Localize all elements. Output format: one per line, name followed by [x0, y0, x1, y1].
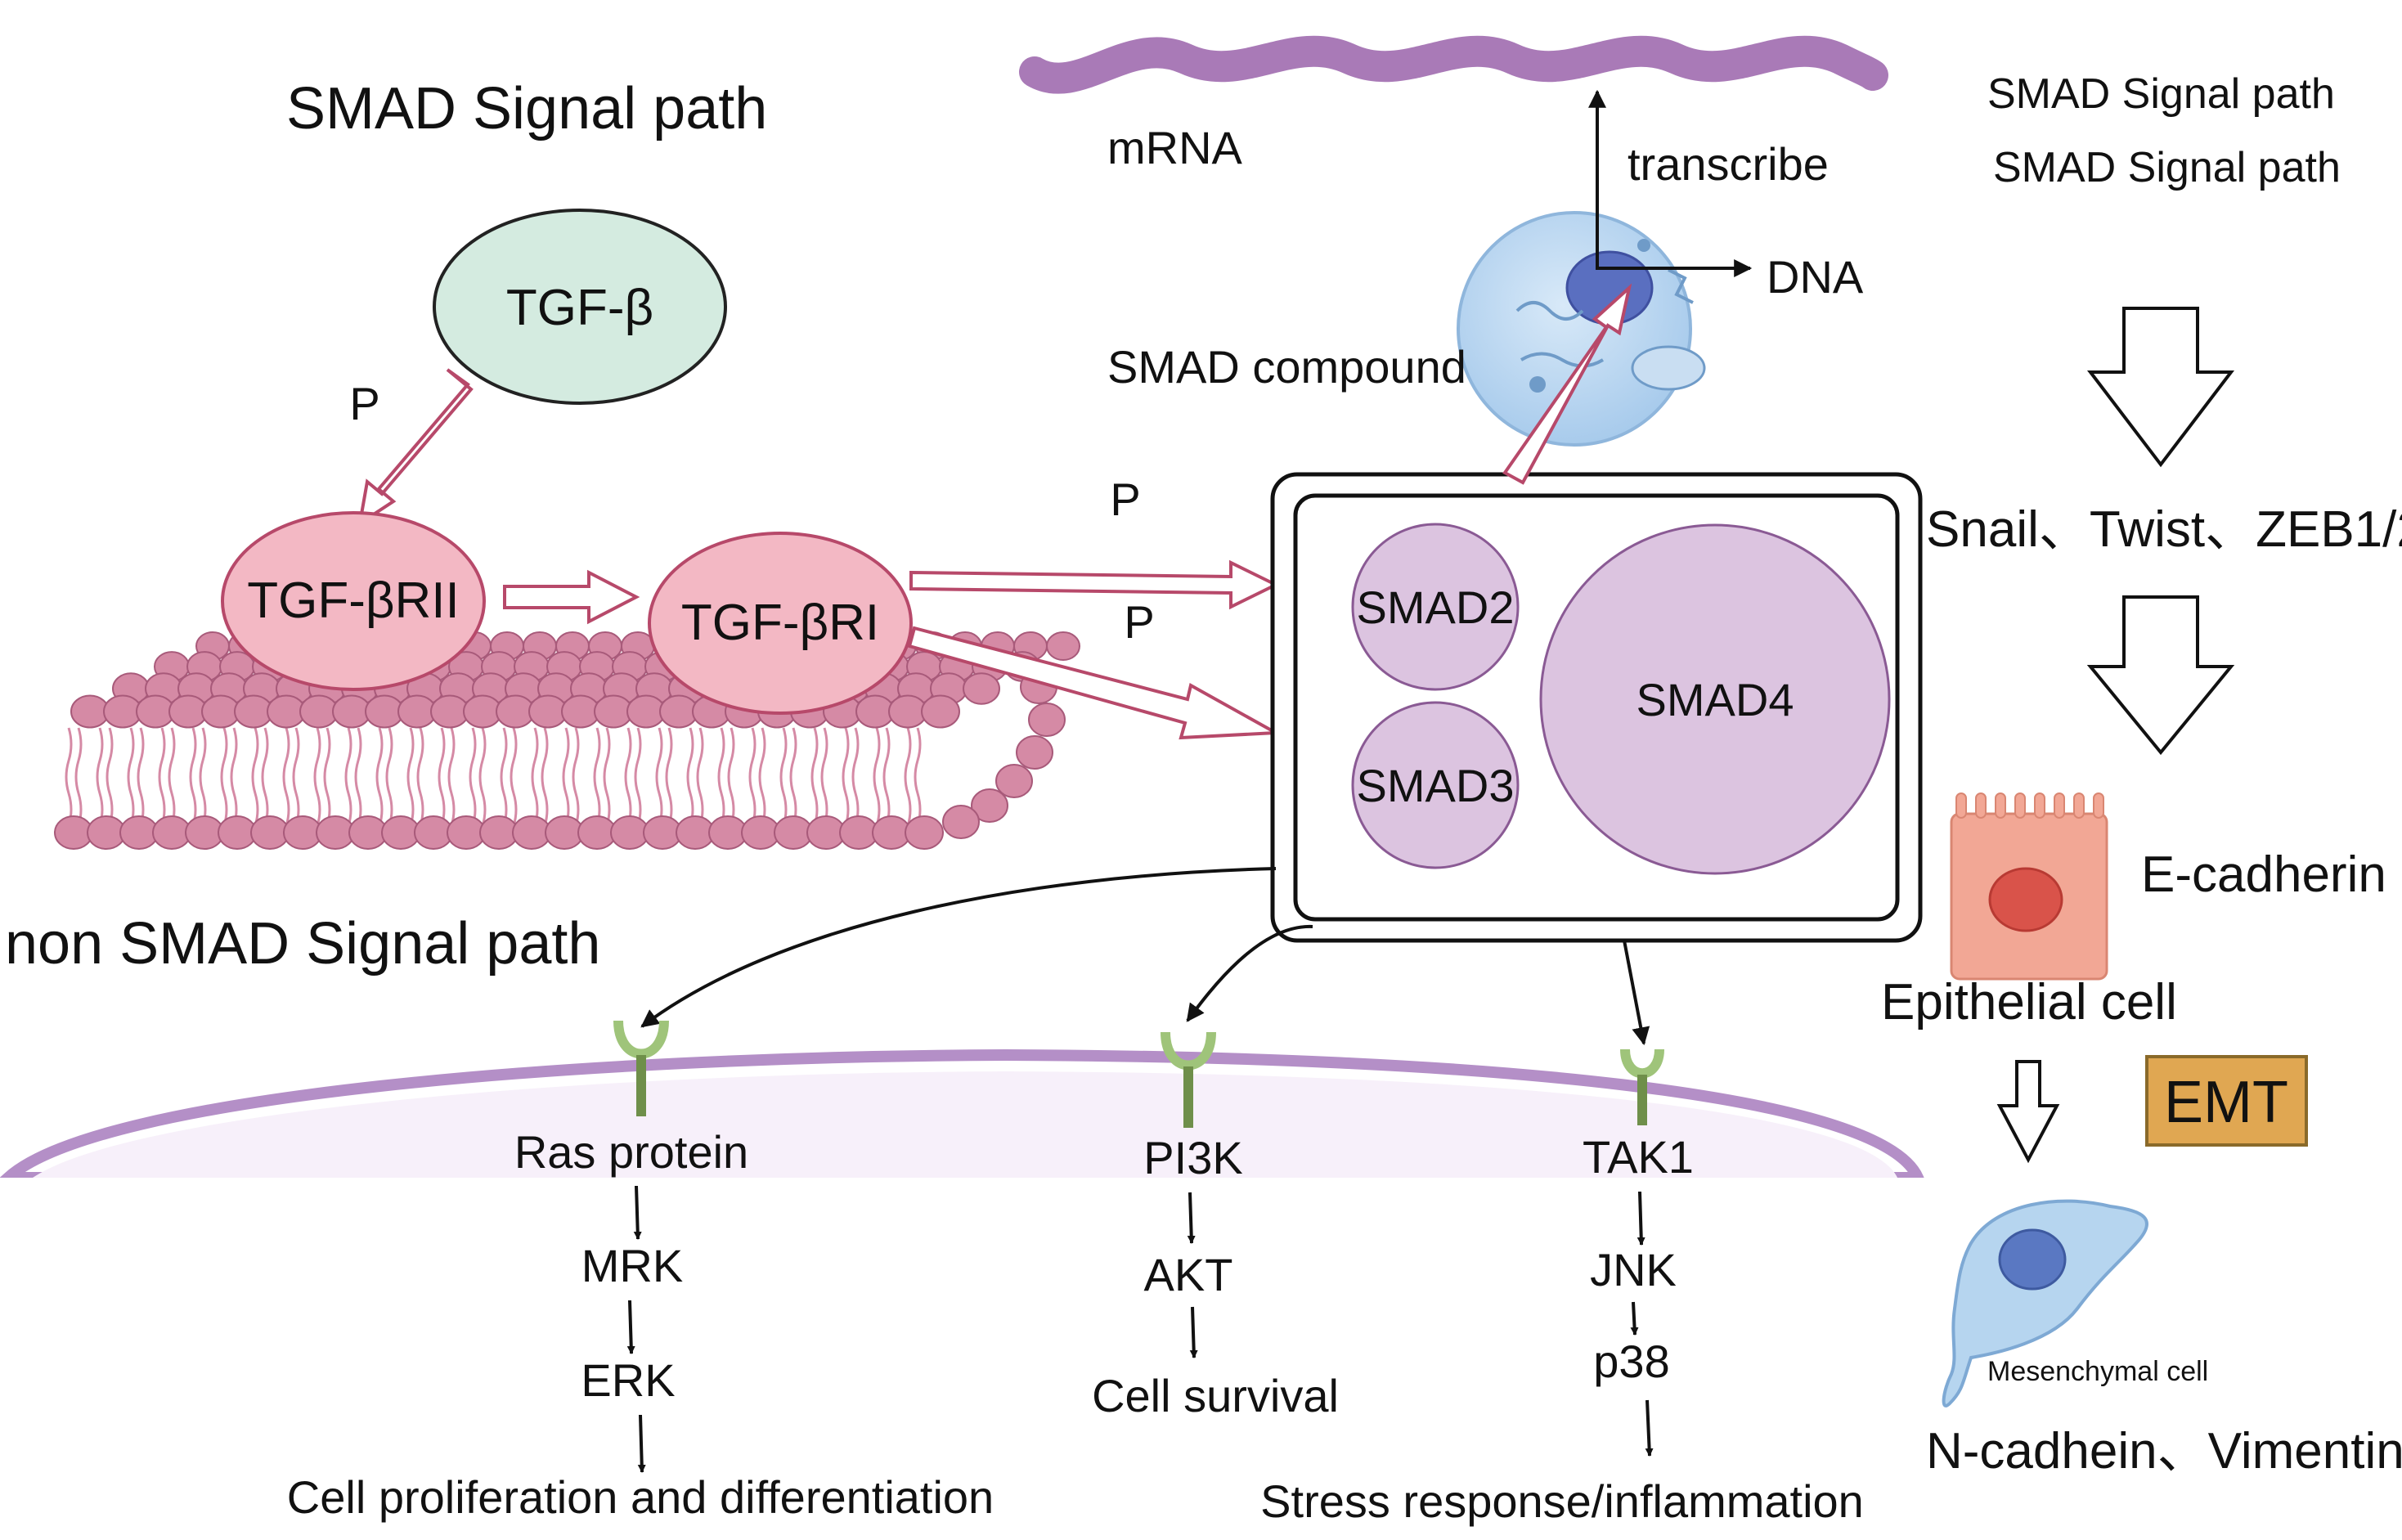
mesenchymal-cell-label: Mesenchymal cell	[1987, 1356, 2208, 1387]
smad2-label: SMAD2	[1357, 581, 1515, 633]
erk-label: ERK	[581, 1354, 675, 1406]
tgf-beta-ri-receptor: TGF-βRI	[648, 532, 913, 715]
cell-proliferation-label: Cell proliferation and differentiation	[287, 1471, 994, 1523]
cell-icon	[1457, 211, 1706, 447]
emt-label: EMT	[2164, 1070, 2288, 1135]
akt-label: AKT	[1144, 1249, 1233, 1300]
arrow-to-tak1	[1623, 940, 1650, 1046]
hollow-arrow-smad-to-nucleus	[1502, 283, 1632, 485]
mrna-strand	[1019, 35, 1888, 94]
smad3-label: SMAD3	[1357, 760, 1515, 811]
dna-label: DNA	[1767, 251, 1864, 303]
hollow-down-arrow-3	[1996, 1060, 2060, 1164]
right-title-2: SMAD Signal path	[1993, 144, 2341, 191]
tgf-beta-ri-label: TGF-βRI	[681, 595, 879, 651]
smad-compound-label: SMAD compound	[1107, 341, 1466, 393]
tgf-beta-rii-receptor: TGF-βRII	[221, 511, 486, 691]
pi3k-receptor	[1161, 1031, 1216, 1128]
markers-label: N-cadhein、Vimentin	[1926, 1423, 2402, 1479]
hollow-down-arrow-1	[2086, 307, 2235, 468]
phospho-label-3: P	[1124, 596, 1154, 648]
smad-path-title: SMAD Signal path	[286, 76, 767, 141]
mrna-label: mRNA	[1107, 122, 1243, 173]
smad3-circle: SMAD3	[1351, 701, 1520, 869]
arrow-to-ras	[640, 867, 1277, 1028]
arrow-to-pi3k	[1186, 924, 1313, 1022]
stress-response-label: Stress response/inflammation	[1260, 1475, 1864, 1527]
right-title-1: SMAD Signal path	[1987, 70, 2335, 118]
microvilli	[1955, 792, 2104, 819]
cell-membrane	[0, 1048, 1963, 1194]
tgf-beta-rii-label: TGF-βRII	[247, 572, 460, 629]
non-smad-path-title: non SMAD Signal path	[5, 911, 600, 977]
cell-survival-label: Cell survival	[1092, 1370, 1339, 1421]
hollow-arrow-ri-to-smad-upper	[909, 559, 1280, 610]
hollow-arrow-rii-to-ri	[503, 569, 640, 625]
emt-badge: EMT	[2145, 1055, 2308, 1147]
p38-label: p38	[1593, 1336, 1669, 1387]
mrk-label: MRK	[581, 1240, 683, 1291]
ras-protein-label: Ras protein	[514, 1126, 748, 1178]
phospho-label-2: P	[1110, 474, 1140, 525]
tgf-beta-ligand: TGF-β	[433, 209, 727, 405]
hollow-arrow-ri-to-smad-lower	[907, 626, 1282, 740]
e-cadherin-label: E-cadherin	[2141, 846, 2386, 903]
phospho-label-1: P	[349, 378, 379, 429]
jnk-label: JNK	[1590, 1244, 1677, 1295]
transcribe-label: transcribe	[1628, 138, 1829, 190]
hollow-down-arrow-2	[2086, 595, 2235, 756]
pi3k-label: PI3K	[1143, 1132, 1242, 1183]
smad4-label: SMAD4	[1637, 674, 1794, 725]
transcription-factors-label: Snail、Twist、ZEB1/2	[1926, 501, 2402, 558]
mesenchymal-cell-icon	[1942, 1199, 2148, 1408]
epithelial-cell-label: Epithelial cell	[1881, 974, 2177, 1030]
smad4-circle: SMAD4	[1539, 523, 1891, 875]
epithelial-cell-icon	[1950, 792, 2108, 981]
tak1-label: TAK1	[1583, 1131, 1694, 1183]
ras-receptor	[613, 1020, 669, 1116]
lipid-bilayer	[54, 631, 1080, 850]
tgf-beta-label: TGF-β	[506, 280, 653, 336]
tak1-receptor	[1620, 1048, 1664, 1125]
smad2-circle: SMAD2	[1351, 523, 1520, 691]
